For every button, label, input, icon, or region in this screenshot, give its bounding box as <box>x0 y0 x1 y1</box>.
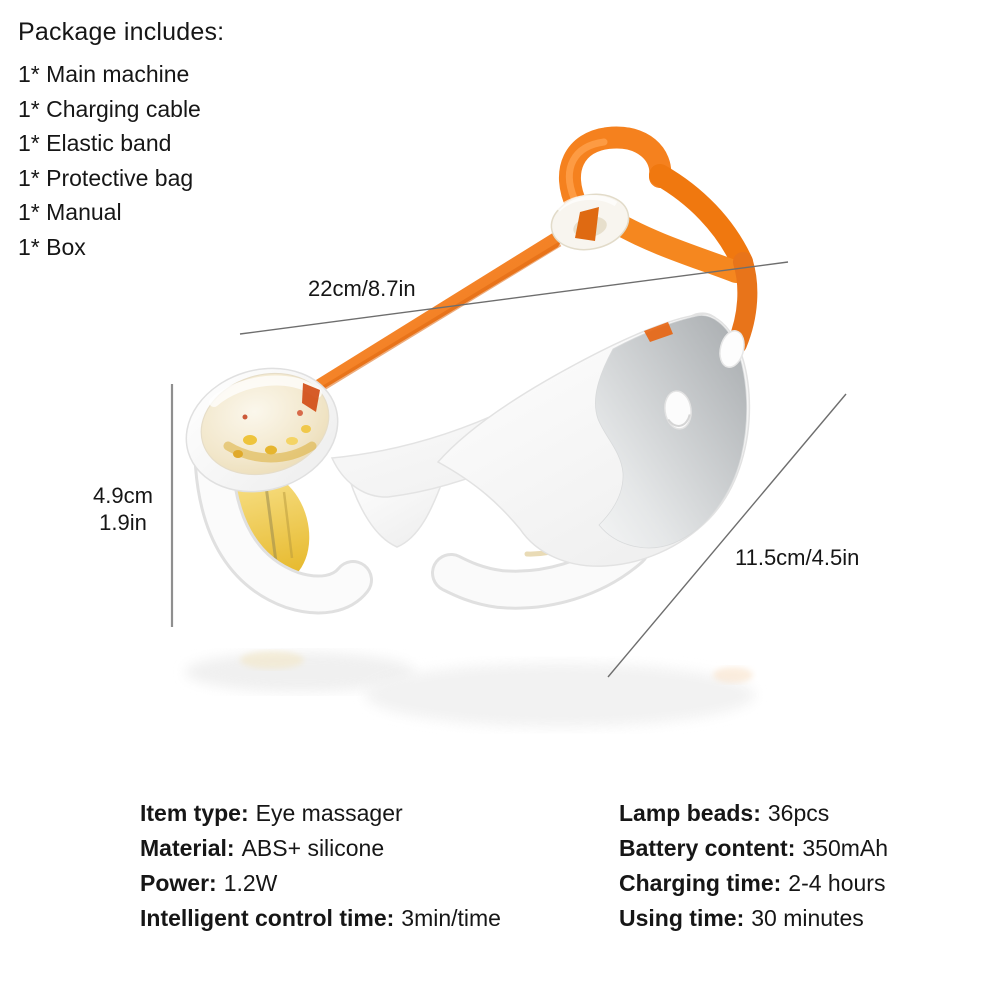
spec-label: Intelligent control time: <box>140 905 395 931</box>
spec-row: Charging time:2-4 hours <box>619 866 888 901</box>
package-item: 1* Box <box>18 233 86 260</box>
mask-body <box>185 312 751 615</box>
strap-tip-red <box>302 383 320 412</box>
spec-value: Eye massager <box>255 800 403 826</box>
spec-row: Power:1.2W <box>140 866 501 901</box>
reflection <box>185 651 755 727</box>
specs-right-column: Lamp beads:36pcs Battery content:350mAh … <box>619 796 888 936</box>
strap-left-leg-shade <box>302 241 562 403</box>
spec-row: Material:ABS+ silicone <box>140 831 501 866</box>
specs-left-column: Item type:Eye massager Material:ABS+ sil… <box>140 796 501 936</box>
spec-label: Battery content: <box>619 835 796 861</box>
spec-label: Using time: <box>619 905 745 931</box>
package-title: Package includes: <box>18 18 225 46</box>
dimension-line-width <box>607 393 847 678</box>
strap-through-bead <box>575 207 599 241</box>
dimension-lines <box>170 261 847 678</box>
left-hook <box>194 446 373 615</box>
strap-right-upper <box>649 164 753 273</box>
spec-row: Lamp beads:36pcs <box>619 796 888 831</box>
spec-value: 3min/time <box>401 905 501 931</box>
spec-value: 350mAh <box>802 835 889 861</box>
height-label: 4.9cm 1.9in <box>62 482 184 536</box>
strap-knob <box>719 330 745 368</box>
package-item: 1* Charging cable <box>18 95 201 122</box>
package-item: 1* Protective bag <box>18 164 194 191</box>
package-item: 1* Manual <box>18 199 122 226</box>
spec-value: 2-4 hours <box>788 870 886 896</box>
power-button <box>664 390 692 430</box>
spec-row: Battery content:350mAh <box>619 831 888 866</box>
spec-row: Using time:30 minutes <box>619 901 888 936</box>
left-eye-pad <box>185 367 339 493</box>
mirror-lens <box>595 315 748 549</box>
height-cm: 4.9cm <box>93 483 153 508</box>
spec-label: Lamp beads: <box>619 800 761 826</box>
strap-left-leg <box>302 221 572 402</box>
strap-length-label: 22cm/8.7in <box>308 276 416 301</box>
package-item: 1* Main machine <box>18 61 190 87</box>
spec-label: Charging time: <box>619 870 782 896</box>
spec-label: Item type: <box>140 800 249 826</box>
package-item: 1* Elastic band <box>18 130 172 157</box>
spec-value: 36pcs <box>767 800 830 826</box>
spec-row: Item type:Eye massager <box>140 796 501 831</box>
strap-right-lower <box>604 211 747 283</box>
spec-value: ABS+ silicone <box>241 835 385 861</box>
bead-rim-highlight <box>556 194 618 212</box>
spec-value: 30 minutes <box>751 905 864 931</box>
strap-corner-sliver <box>644 322 673 342</box>
width-label: 11.5cm/4.5in <box>735 545 860 570</box>
strap-loop-highlight <box>566 138 608 202</box>
height-in: 1.9in <box>99 510 147 535</box>
spec-label: Material: <box>140 835 235 861</box>
spec-value: 1.2W <box>223 870 278 896</box>
package-list: 1* Main machine 1* Charging cable 1* Ela… <box>18 57 201 265</box>
spec-row: Intelligent control time:3min/time <box>140 901 501 936</box>
dimension-line-strap <box>239 261 789 335</box>
spec-label: Power: <box>140 870 217 896</box>
